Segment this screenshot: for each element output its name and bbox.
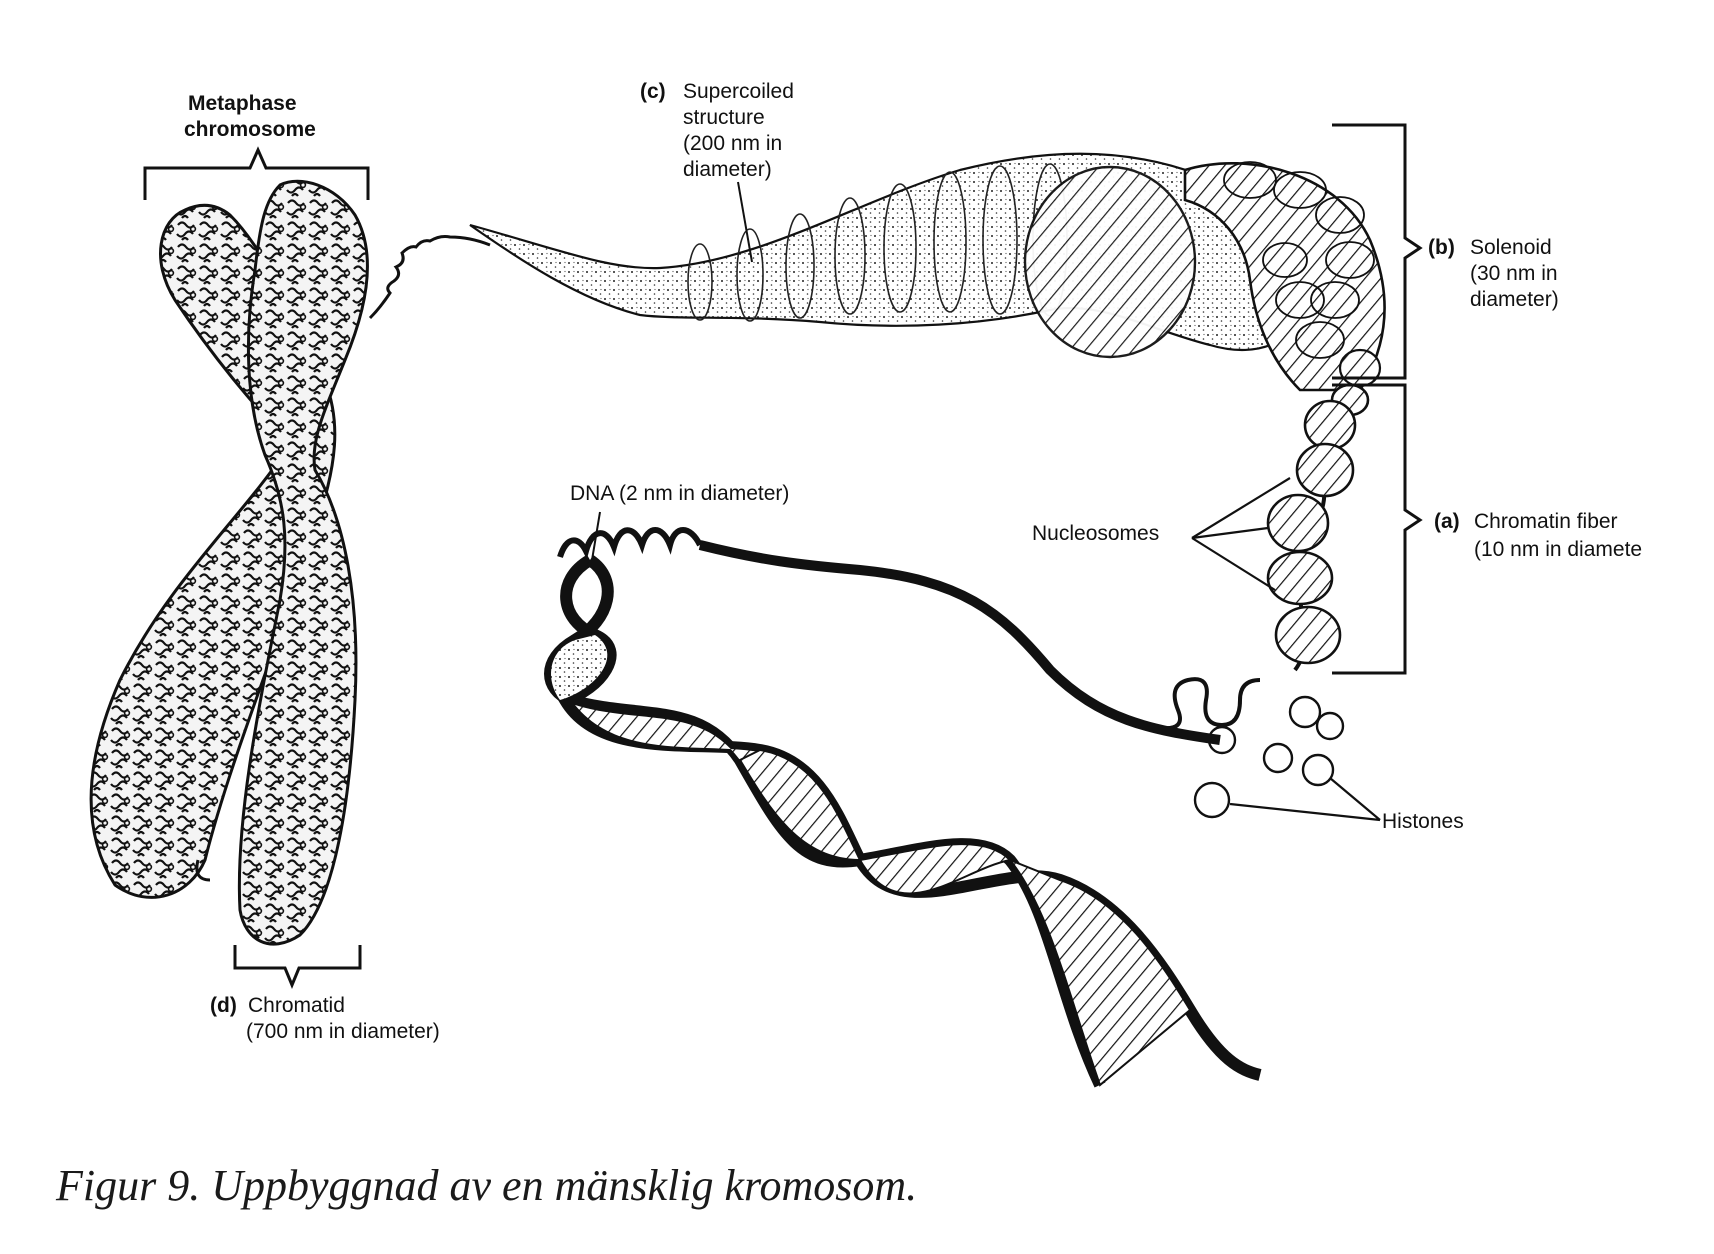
histone — [1193, 781, 1231, 819]
histones-group — [1161, 677, 1345, 819]
metaphase-label-line2: chromosome — [184, 118, 316, 141]
chromatin-label-line2: (10 nm in diamete — [1474, 538, 1642, 561]
connecting-fiber — [368, 235, 491, 320]
histones-label: Histones — [1382, 810, 1464, 833]
supercoiled-label-line1: Supercoiled — [683, 80, 794, 103]
solenoid-label-line2: (30 nm in — [1470, 262, 1558, 285]
nucleosomes-label: Nucleosomes — [1032, 522, 1159, 545]
supercoiled-pointer — [737, 181, 753, 263]
solenoid-bracket — [1332, 123, 1423, 380]
supercoiled-label-line2: structure — [683, 106, 765, 129]
figure-caption: Figur 9. Uppbyggnad av en mänsklig kromo… — [56, 1161, 918, 1210]
histone — [1301, 753, 1335, 787]
solenoid — [1183, 161, 1386, 392]
solenoid-tag: (b) — [1428, 236, 1455, 259]
histone — [1315, 711, 1345, 741]
supercoiled-label-line4: diameter) — [683, 158, 772, 181]
chromatin-label-line1: Chromatin fiber — [1474, 510, 1618, 533]
histone — [1262, 742, 1294, 774]
chromatin-tag: (a) — [1434, 510, 1460, 533]
solenoid-label-line1: Solenoid — [1470, 236, 1552, 259]
chromatin-fiber — [1266, 383, 1370, 672]
histones-pointer — [1229, 777, 1381, 822]
metaphase-bracket — [143, 146, 370, 200]
nucleosomes-pointer — [1191, 477, 1291, 591]
histone — [1288, 695, 1322, 729]
chromatid-label-line2: (700 nm in diameter) — [246, 1020, 440, 1043]
chromatid-tag: (d) — [210, 994, 237, 1017]
metaphase-chromosome — [89, 179, 369, 946]
chromatid-bracket — [233, 945, 362, 989]
metaphase-label-line1: Metaphase — [188, 92, 297, 115]
solenoid-label-line3: diameter) — [1470, 288, 1559, 311]
chromatid-right — [237, 179, 369, 946]
dna-pointer — [591, 511, 601, 561]
supercoiled-label-line3: (200 nm in — [683, 132, 782, 155]
supercoiled-tag: (c) — [640, 80, 666, 103]
nucleosome-beads — [1266, 383, 1370, 665]
chromatid-label-line1: Chromatid — [248, 994, 345, 1017]
chromatin-bracket — [1332, 383, 1423, 675]
dna-helix — [544, 527, 1262, 1088]
supercoiled-structure — [469, 152, 1312, 359]
dna-label: DNA (2 nm in diameter) — [570, 482, 789, 505]
